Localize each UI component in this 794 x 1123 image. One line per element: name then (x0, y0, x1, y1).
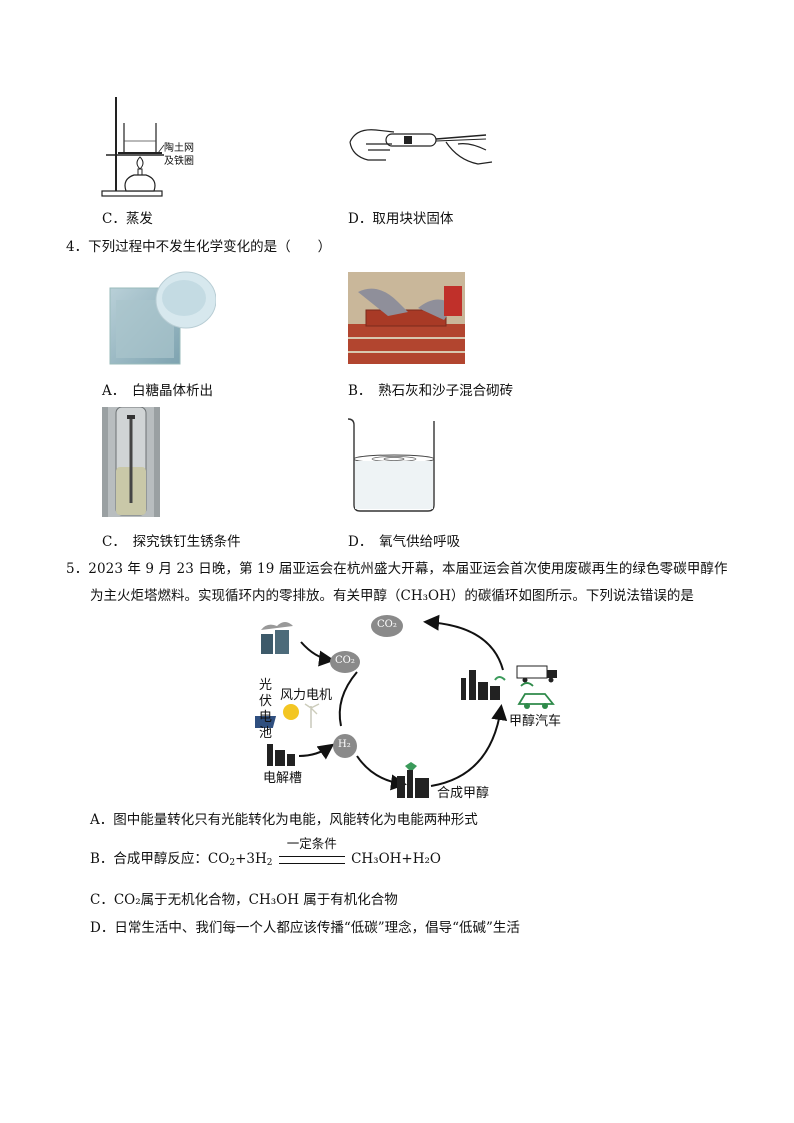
co2-top-bubble (371, 615, 403, 637)
h2-bubble (333, 734, 357, 758)
q3-option-c: C．蒸发 (102, 211, 153, 227)
electrolyzer-icon (267, 744, 295, 766)
q5-stem-line2: 为主火炬塔燃料。实现循环内的零排放。有关甲醇（CH₃OH）的碳循环如图所示。下列… (90, 588, 694, 604)
q4-option-b: B． 熟石灰和沙子混合砌砖 (348, 383, 514, 399)
q5-option-b: B．合成甲醇反应：CO2+3H2 一定条件 CH₃OH+H₂O (90, 836, 441, 868)
q5-option-a: A．图中能量转化只有光能转化为电能，风能转化为电能两种形式 (90, 812, 478, 828)
q5-stem-line1: 5．2023 年 9 月 23 日晚，第 19 届亚运会在杭州盛大开幕，本届亚运… (66, 561, 728, 577)
cycle-arrows (255, 614, 557, 798)
q4-option-d: D． 氧气供给呼吸 (348, 534, 461, 550)
methanol-car-label: 甲醇汽车 (509, 714, 562, 729)
car-icon (517, 682, 555, 709)
electrolyzer-label: 电解槽 (263, 771, 303, 786)
q4-option-c: C． 探究铁钉生锈条件 (102, 534, 241, 550)
methanol-plant-icon (461, 670, 506, 700)
carbon-cycle-diagram: CO₂ CO₂ H₂ 光 伏 电 池 风力电机 电解槽 合成甲醇 甲醇汽车 (255, 608, 565, 803)
co2-left-bubble (330, 651, 360, 673)
iron-nail-tube-photo (102, 407, 160, 517)
power-plant-icon (261, 622, 293, 654)
sugar-crystal-photo (109, 271, 216, 365)
take-solid-figure (349, 129, 493, 165)
co2-top-label: CO₂ (377, 619, 397, 630)
solar-panel-icon (255, 703, 320, 728)
q5-option-d: D．日常生活中、我们每一个人都应该传播“低碳”理念，倡导“低碱”生活 (90, 920, 520, 936)
synthesis-plant-icon (397, 762, 429, 798)
brick-laying-photo (348, 272, 465, 364)
q4-option-a: A． 白糖晶体析出 (102, 383, 213, 399)
q5-option-c: C．CO₂属于无机化合物，CH₃OH 属于有机化合物 (90, 892, 398, 908)
evaporation-apparatus-figure (101, 97, 165, 197)
synthesis-label: 合成甲醇 (437, 786, 490, 801)
h2-label: H₂ (338, 739, 351, 750)
q4-stem: 4．下列过程中不发生化学变化的是（ ） (66, 239, 332, 255)
beaker-figure (347, 418, 435, 512)
apparatus-label: 陶土网 及铁圈 (164, 143, 194, 167)
reaction-condition: 一定条件 (277, 836, 347, 868)
co2-left-label: CO₂ (335, 655, 355, 666)
wind-label: 风力电机 (280, 688, 333, 703)
truck-icon (516, 665, 557, 683)
q3-option-d: D．取用块状固体 (348, 211, 454, 227)
pv-label: 光 伏 电 池 (259, 678, 273, 741)
